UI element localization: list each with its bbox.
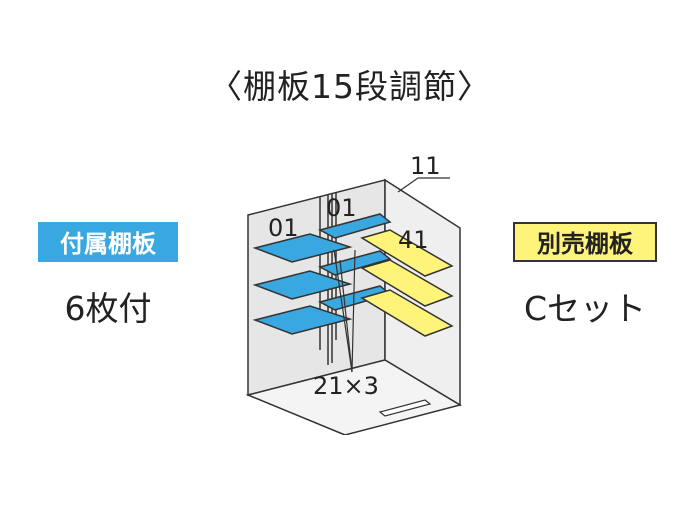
leader-line-bottom-3: [351, 249, 356, 373]
label-part-21x3: 21×3: [313, 372, 379, 400]
optional-shelves-set: Cセット: [523, 289, 647, 328]
label-part-11: 11: [410, 152, 441, 180]
label-part-41: 41: [398, 226, 429, 254]
floor: [245, 359, 462, 435]
included-shelves-badge: 付属棚板: [38, 222, 178, 262]
page-title: 〈棚板15段調節〉: [209, 67, 491, 106]
label-part-01-a: 01: [268, 214, 299, 242]
door-sill: [378, 399, 432, 417]
storage-shed-shelf-diagram: 11 01 01 41 21×3: [245, 152, 462, 435]
label-part-01-b: 01: [326, 194, 357, 222]
included-shelves-count: 6枚付: [64, 289, 152, 328]
leader-line-top: [397, 177, 419, 193]
included-shelves: [252, 213, 392, 335]
leader-line-bottom-2: [339, 259, 353, 373]
optional-shelves-badge: 別売棚板: [513, 222, 657, 262]
optional-shelves: [360, 229, 454, 337]
leader-line-bottom-1: [333, 249, 353, 373]
